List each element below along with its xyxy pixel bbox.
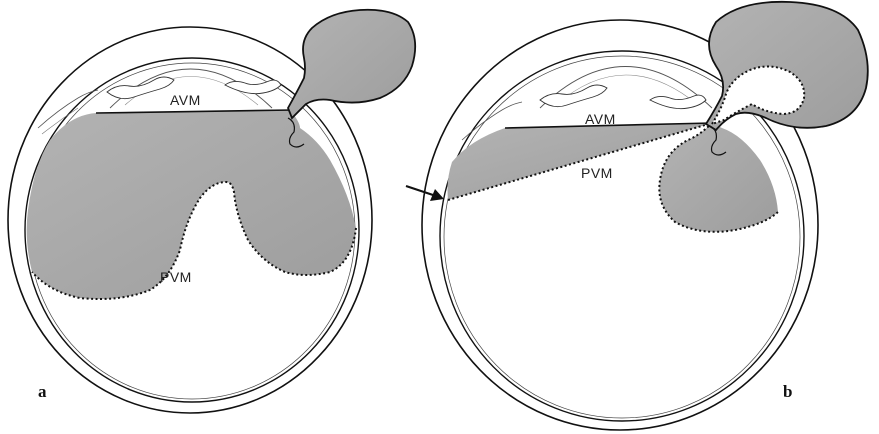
- panel-letter-a: a: [38, 382, 47, 401]
- ciliary-right-a: [225, 80, 281, 94]
- avm-label-a: AVM: [170, 92, 201, 108]
- avm-label-b: AVM: [585, 111, 616, 127]
- panel-b: AVM PVM b: [406, 2, 868, 430]
- pvm-label-b: PVM: [581, 165, 613, 181]
- vitreous-lobe-b: [659, 123, 778, 232]
- bleb-a: [288, 10, 415, 118]
- panel-letter-b: b: [783, 382, 792, 401]
- ciliary-right-b: [650, 95, 706, 109]
- pvm-label-a: PVM: [160, 269, 192, 285]
- panel-a: AVM PVM a: [8, 10, 415, 413]
- ciliary-left-b: [540, 85, 607, 107]
- ciliary-left-a: [107, 77, 174, 99]
